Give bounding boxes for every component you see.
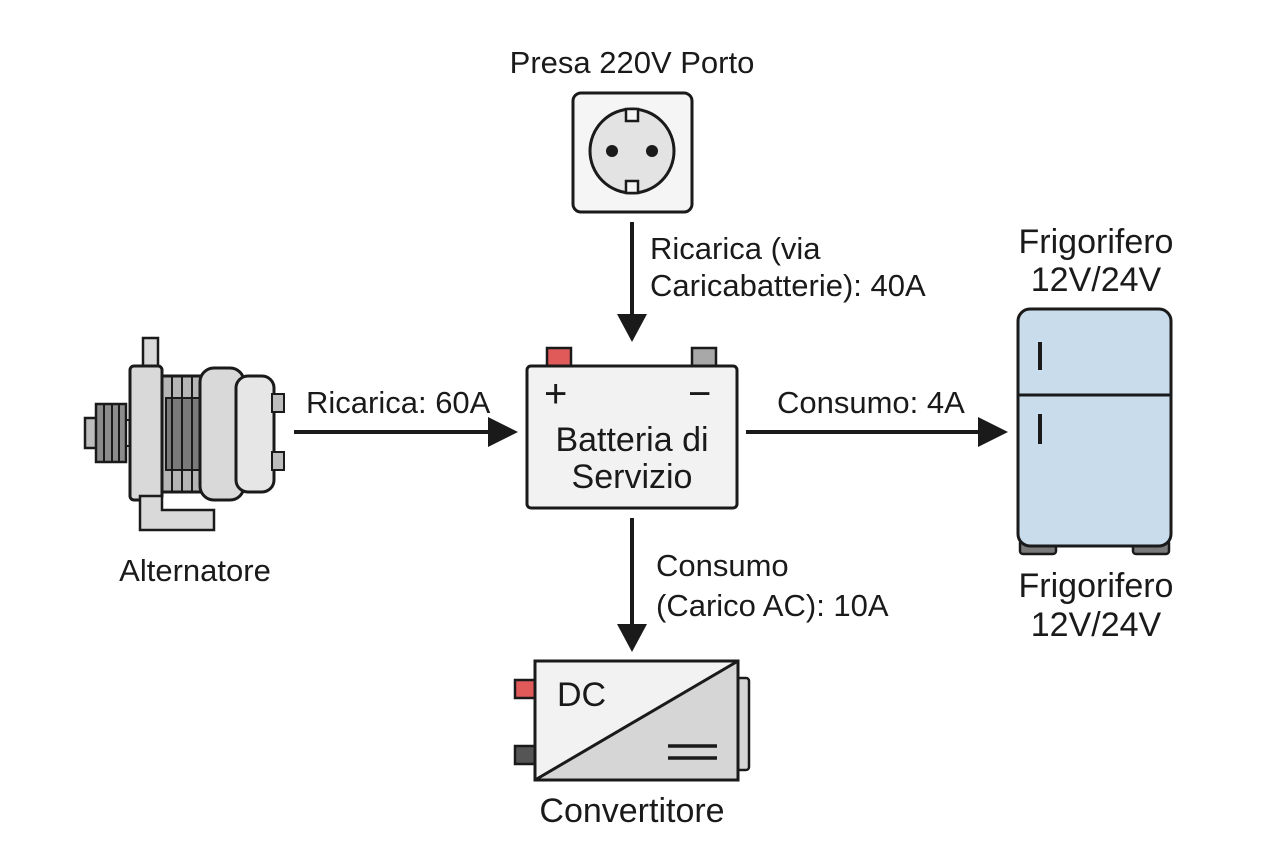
battery-negative-symbol: − [688, 372, 712, 416]
battery-icon [525, 346, 739, 510]
inverter-dc-label: DC [557, 676, 607, 714]
battery-positive-symbol: + [544, 372, 568, 416]
fridge-flow-label: Consumo: 4A [777, 385, 965, 420]
battery-label-line1: Batteria di [555, 421, 709, 459]
inverter-flow-label-line1: Consumo [656, 548, 789, 583]
battery-label-line2: Servizio [571, 458, 693, 496]
inverter-flow-label-line2: (Carico AC): 10A [656, 588, 889, 623]
alternator-label: Alternatore [119, 553, 271, 588]
fridge-icon [1016, 307, 1173, 556]
fridge-title-top-line1: Frigorifero [1018, 223, 1174, 261]
fridge-title-bottom-line1: Frigorifero [1018, 567, 1174, 605]
charger-arrow [617, 222, 647, 342]
alternator-icon [83, 336, 285, 532]
alternator-arrow [294, 417, 518, 447]
outlet-icon [571, 91, 694, 214]
charger-flow-label-line2: Caricabatterie): 40A [650, 268, 926, 303]
inverter-label: Convertitore [539, 792, 725, 830]
fridge-arrow [746, 417, 1008, 447]
inverter-icon [513, 659, 751, 782]
alternator-flow-label: Ricarica: 60A [306, 385, 491, 420]
fridge-title-bottom-line2: 12V/24V [1030, 606, 1162, 644]
outlet-title: Presa 220V Porto [509, 45, 755, 80]
charger-flow-label-line1: Ricarica (via [650, 231, 821, 266]
inverter-arrow [617, 518, 647, 652]
fridge-title-top-line2: 12V/24V [1030, 261, 1162, 299]
